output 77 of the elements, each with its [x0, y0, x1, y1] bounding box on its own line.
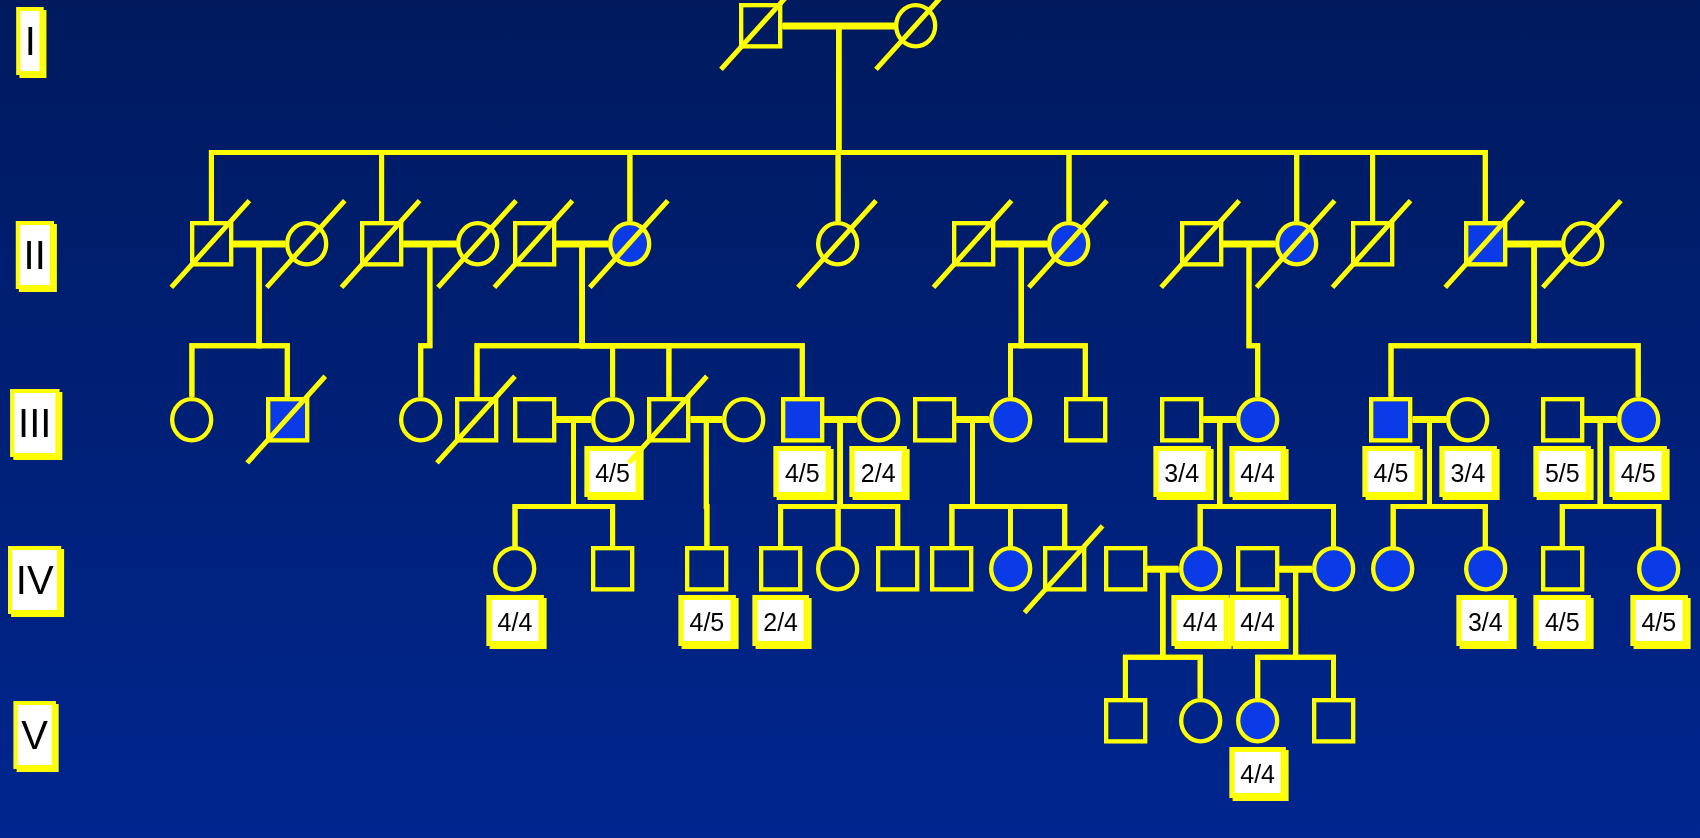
- male-square: [758, 546, 803, 592]
- male-square: [647, 396, 691, 443]
- female-circle: [398, 396, 443, 443]
- male-square: [189, 221, 234, 267]
- male-square: [359, 221, 404, 267]
- affected-female-circle: [1463, 546, 1507, 592]
- female-circle: [285, 221, 329, 267]
- male-square: [912, 396, 957, 443]
- generation-label: IV: [7, 546, 62, 615]
- marriage-line: [782, 22, 895, 30]
- generation-label: II: [15, 220, 54, 289]
- affected-male-square: [780, 396, 824, 443]
- male-square: [455, 396, 499, 443]
- female-circle: [170, 396, 214, 443]
- male-square: [1103, 546, 1148, 592]
- male-square: [1540, 396, 1584, 443]
- male-square: [1103, 698, 1148, 744]
- female-circle: [816, 546, 860, 592]
- male-square: [685, 546, 729, 592]
- affected-female-circle: [1235, 698, 1280, 744]
- genotype-label: 2/4: [752, 595, 809, 647]
- male-square: [930, 546, 974, 592]
- male-square: [739, 3, 783, 49]
- female-circle: [1178, 698, 1222, 744]
- affected-female-circle: [988, 396, 1033, 443]
- male-square: [512, 221, 557, 267]
- generation-label: III: [10, 389, 60, 457]
- male-square: [951, 221, 996, 267]
- female-circle: [816, 221, 860, 267]
- generation-label: V: [13, 701, 57, 770]
- affected-female-circle: [1371, 546, 1415, 592]
- affected-male-square: [1369, 396, 1413, 443]
- genotype-label: 4/4: [1229, 595, 1286, 647]
- marriage-line: [1412, 416, 1447, 424]
- genotype-label: 5/5: [1533, 445, 1591, 497]
- genotype-label: 4/4: [1229, 445, 1286, 497]
- genotype-label: 3/4: [1456, 595, 1514, 647]
- male-square: [1063, 396, 1107, 443]
- affected-female-circle: [1616, 396, 1660, 443]
- genotype-label: 4/4: [1229, 747, 1286, 798]
- generation-label: I: [16, 7, 44, 76]
- female-circle: [590, 396, 635, 443]
- female-circle: [722, 396, 766, 443]
- genotype-label: 3/4: [1153, 445, 1211, 497]
- affected-female-circle: [1235, 396, 1280, 443]
- genotype-label: 4/4: [1171, 595, 1229, 647]
- male-square: [1235, 546, 1280, 592]
- male-square: [590, 546, 635, 592]
- genotype-label: 3/4: [1439, 445, 1497, 497]
- genotype-label: 4/5: [773, 445, 831, 497]
- genotype-label: 4/4: [486, 595, 544, 647]
- male-square: [1043, 546, 1087, 592]
- genotype-label: 4/5: [678, 595, 736, 647]
- male-square: [1179, 221, 1223, 267]
- female-circle: [894, 3, 938, 49]
- affected-female-circle: [988, 546, 1033, 592]
- affected-female-circle: [1637, 546, 1681, 592]
- female-circle: [856, 396, 900, 443]
- genotype-label: 4/5: [1533, 595, 1591, 647]
- female-circle: [456, 221, 500, 267]
- male-square: [1311, 698, 1356, 744]
- genotype-label: 4/5: [584, 445, 641, 497]
- marriage-line: [690, 416, 723, 424]
- genotype-label: 4/5: [1630, 595, 1688, 647]
- female-circle: [1446, 396, 1490, 443]
- female-circle: [1561, 221, 1605, 267]
- affected-female-circle: [1311, 546, 1356, 592]
- genotype-label: 4/5: [1362, 445, 1420, 497]
- male-square: [1160, 396, 1204, 443]
- male-square: [876, 546, 920, 592]
- genotype-label: 4/5: [1609, 445, 1667, 497]
- female-circle: [493, 546, 537, 592]
- male-square: [1540, 546, 1584, 592]
- affected-female-circle: [1178, 546, 1222, 592]
- genotype-label: 2/4: [849, 445, 907, 497]
- male-square: [512, 396, 557, 443]
- male-square: [1350, 221, 1395, 267]
